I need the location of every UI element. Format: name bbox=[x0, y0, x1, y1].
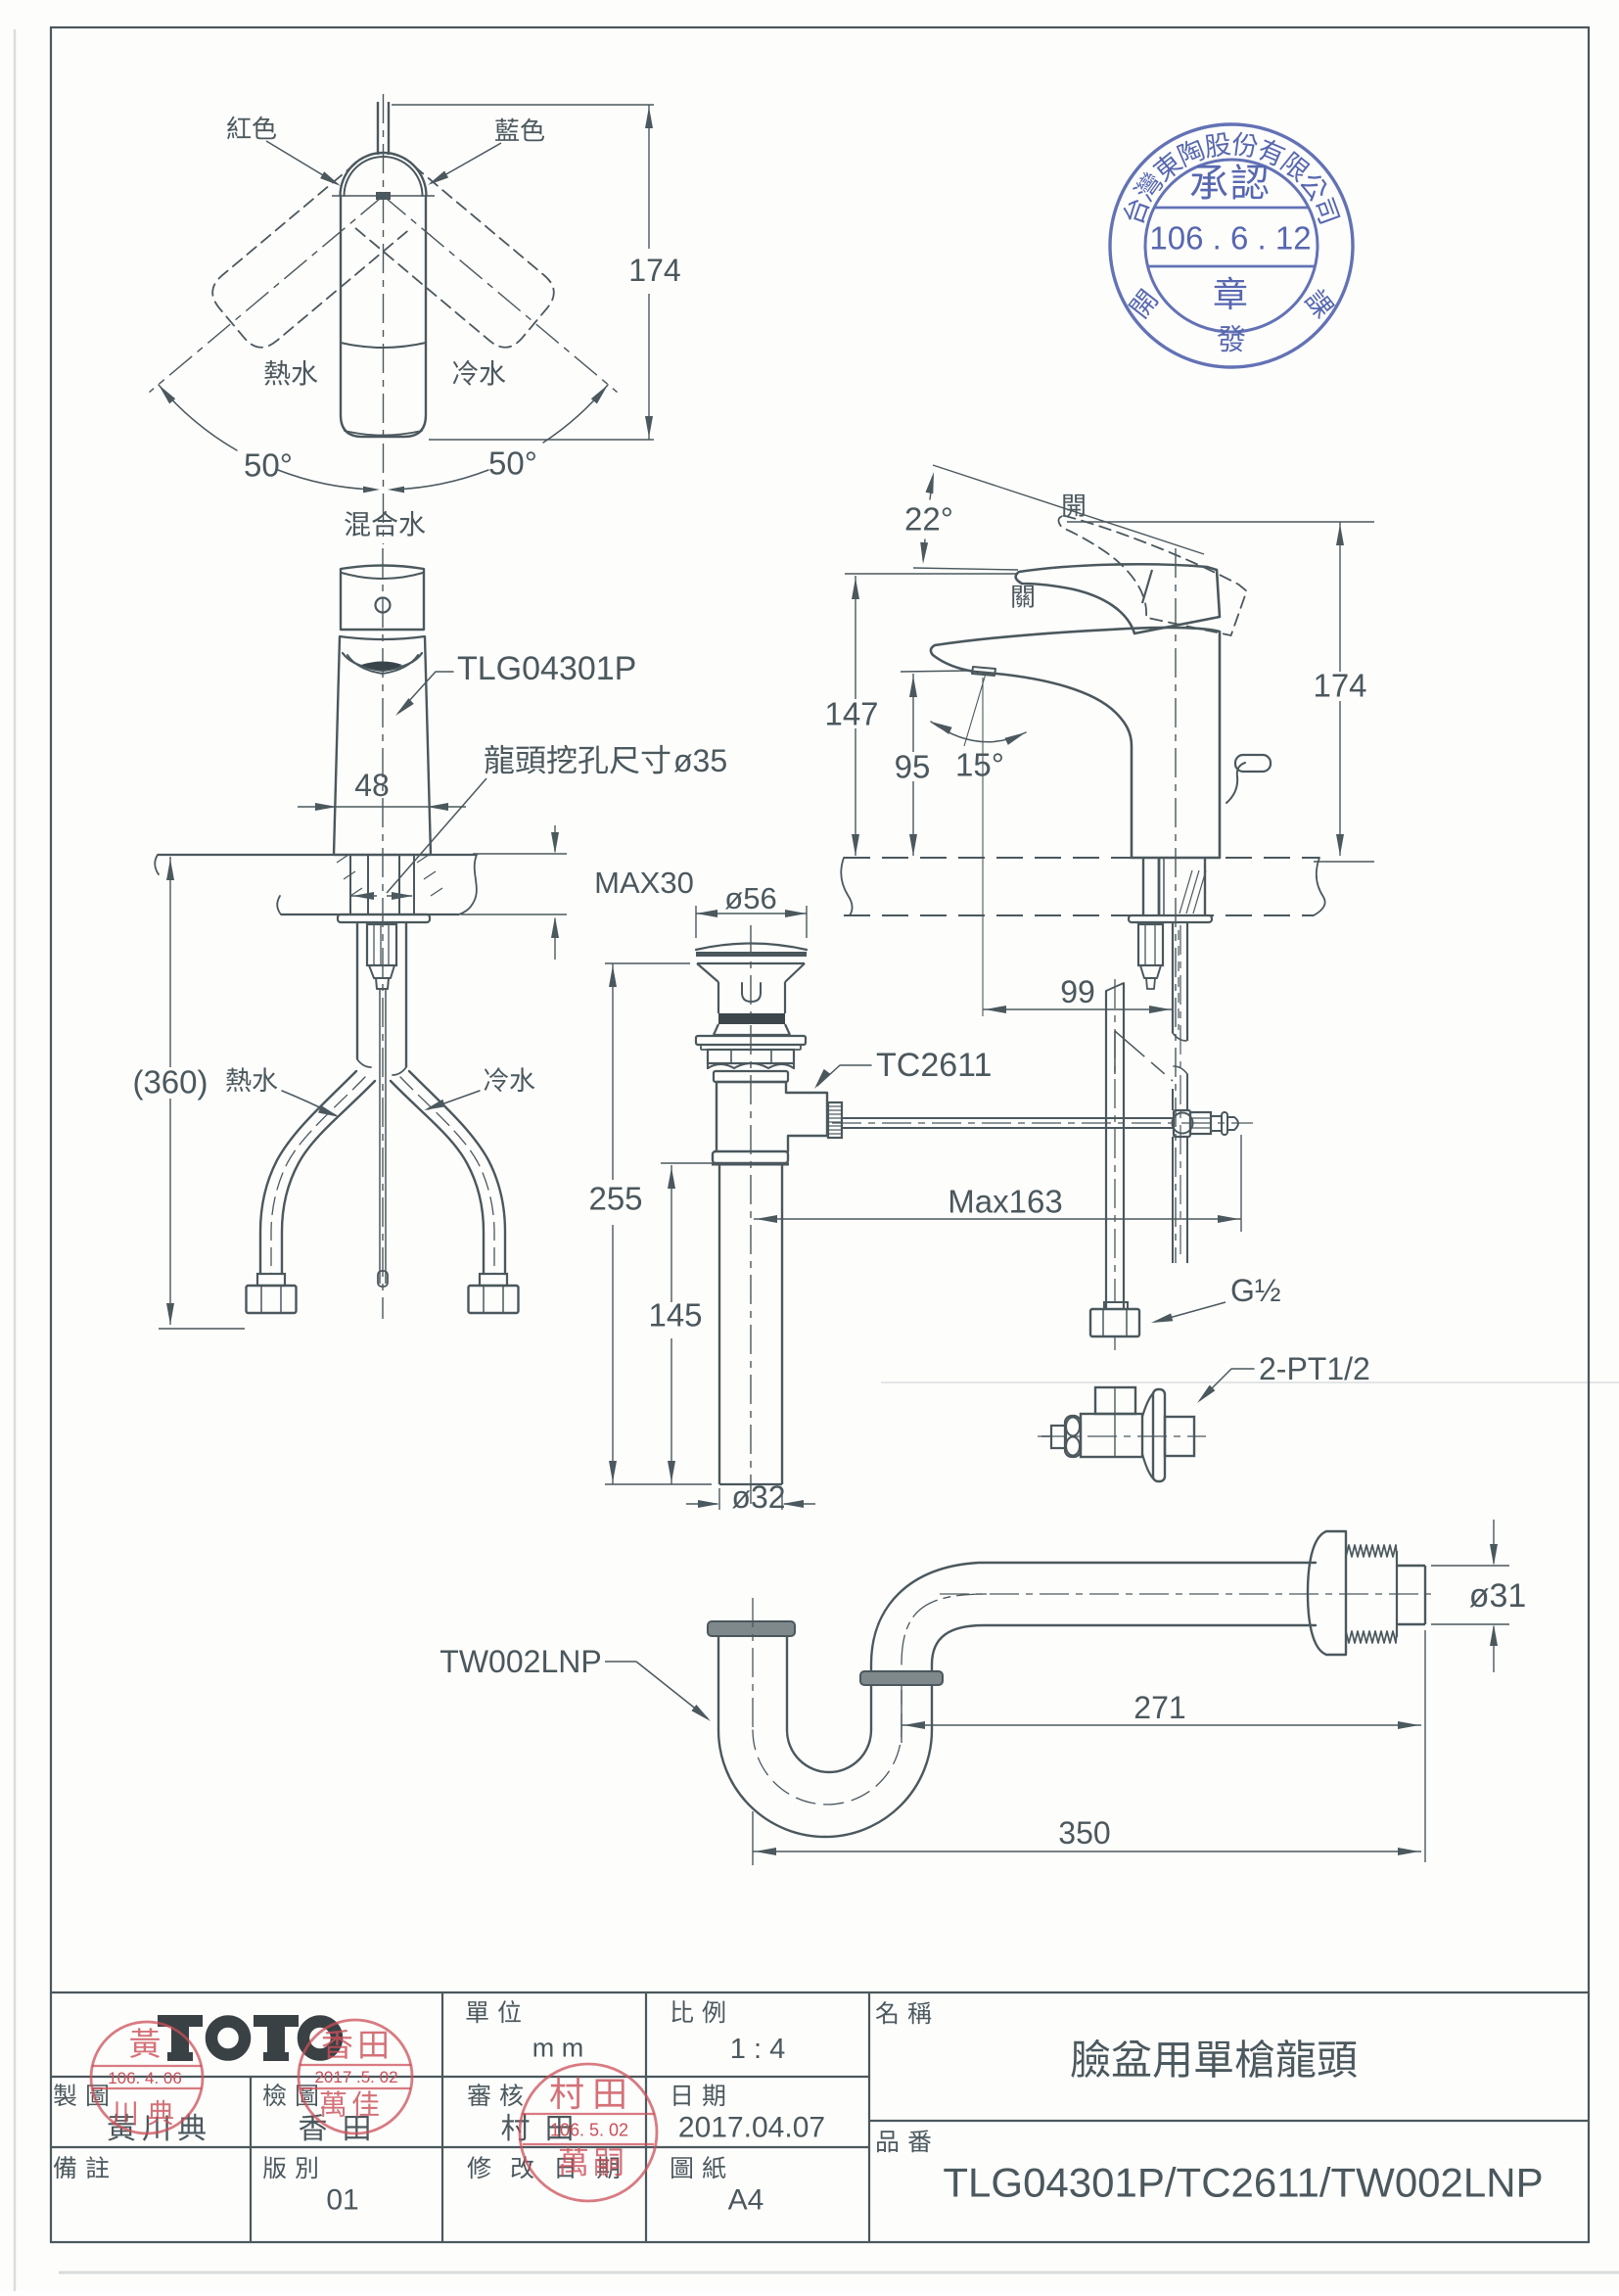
svg-text:106. 5. 02: 106. 5. 02 bbox=[550, 2120, 628, 2139]
svg-text:1 : 4: 1 : 4 bbox=[730, 2034, 785, 2065]
svg-text:15°: 15° bbox=[955, 747, 1004, 783]
svg-text:271: 271 bbox=[1133, 1690, 1185, 1725]
svg-text:Max163: Max163 bbox=[948, 1184, 1062, 1220]
svg-text:G½: G½ bbox=[1230, 1273, 1281, 1308]
svg-text:174: 174 bbox=[628, 253, 680, 288]
svg-text:350: 350 bbox=[1058, 1815, 1110, 1851]
svg-text:MAX30: MAX30 bbox=[594, 866, 694, 900]
svg-text:255: 255 bbox=[588, 1181, 642, 1217]
svg-text:2017.04.07: 2017.04.07 bbox=[678, 2112, 825, 2144]
svg-text:174: 174 bbox=[1313, 668, 1366, 704]
svg-text:48: 48 bbox=[354, 768, 390, 803]
svg-text:22°: 22° bbox=[904, 501, 953, 538]
svg-text:TW002LNP: TW002LNP bbox=[439, 1644, 601, 1679]
svg-text:m m: m m bbox=[532, 2033, 583, 2062]
svg-text:99: 99 bbox=[1060, 974, 1095, 1009]
svg-text:2-PT1/2: 2-PT1/2 bbox=[1259, 1351, 1370, 1386]
svg-text:ø31: ø31 bbox=[1469, 1577, 1527, 1615]
svg-text:50°: 50° bbox=[244, 447, 293, 484]
svg-text:TLG04301P: TLG04301P bbox=[457, 650, 636, 687]
svg-text:106. 4. 06: 106. 4. 06 bbox=[108, 2069, 182, 2087]
svg-text:95: 95 bbox=[895, 749, 931, 785]
svg-text:147: 147 bbox=[824, 696, 878, 732]
svg-text:TC2611: TC2611 bbox=[876, 1047, 992, 1084]
svg-text:106 . 6 . 12: 106 . 6 . 12 bbox=[1149, 220, 1311, 257]
svg-text:01: 01 bbox=[326, 2184, 358, 2217]
svg-text:A4: A4 bbox=[728, 2184, 764, 2217]
svg-text:2017 .5. 02: 2017 .5. 02 bbox=[314, 2068, 397, 2086]
svg-text:TLG04301P/TC2611/TW002LNP: TLG04301P/TC2611/TW002LNP bbox=[943, 2160, 1543, 2206]
svg-text:ø32: ø32 bbox=[731, 1479, 785, 1515]
svg-text:ø56: ø56 bbox=[724, 881, 776, 915]
svg-text:(360): (360) bbox=[132, 1064, 208, 1101]
svg-text:50°: 50° bbox=[488, 445, 537, 482]
svg-text:ø35: ø35 bbox=[673, 743, 727, 778]
svg-text:145: 145 bbox=[648, 1297, 702, 1334]
